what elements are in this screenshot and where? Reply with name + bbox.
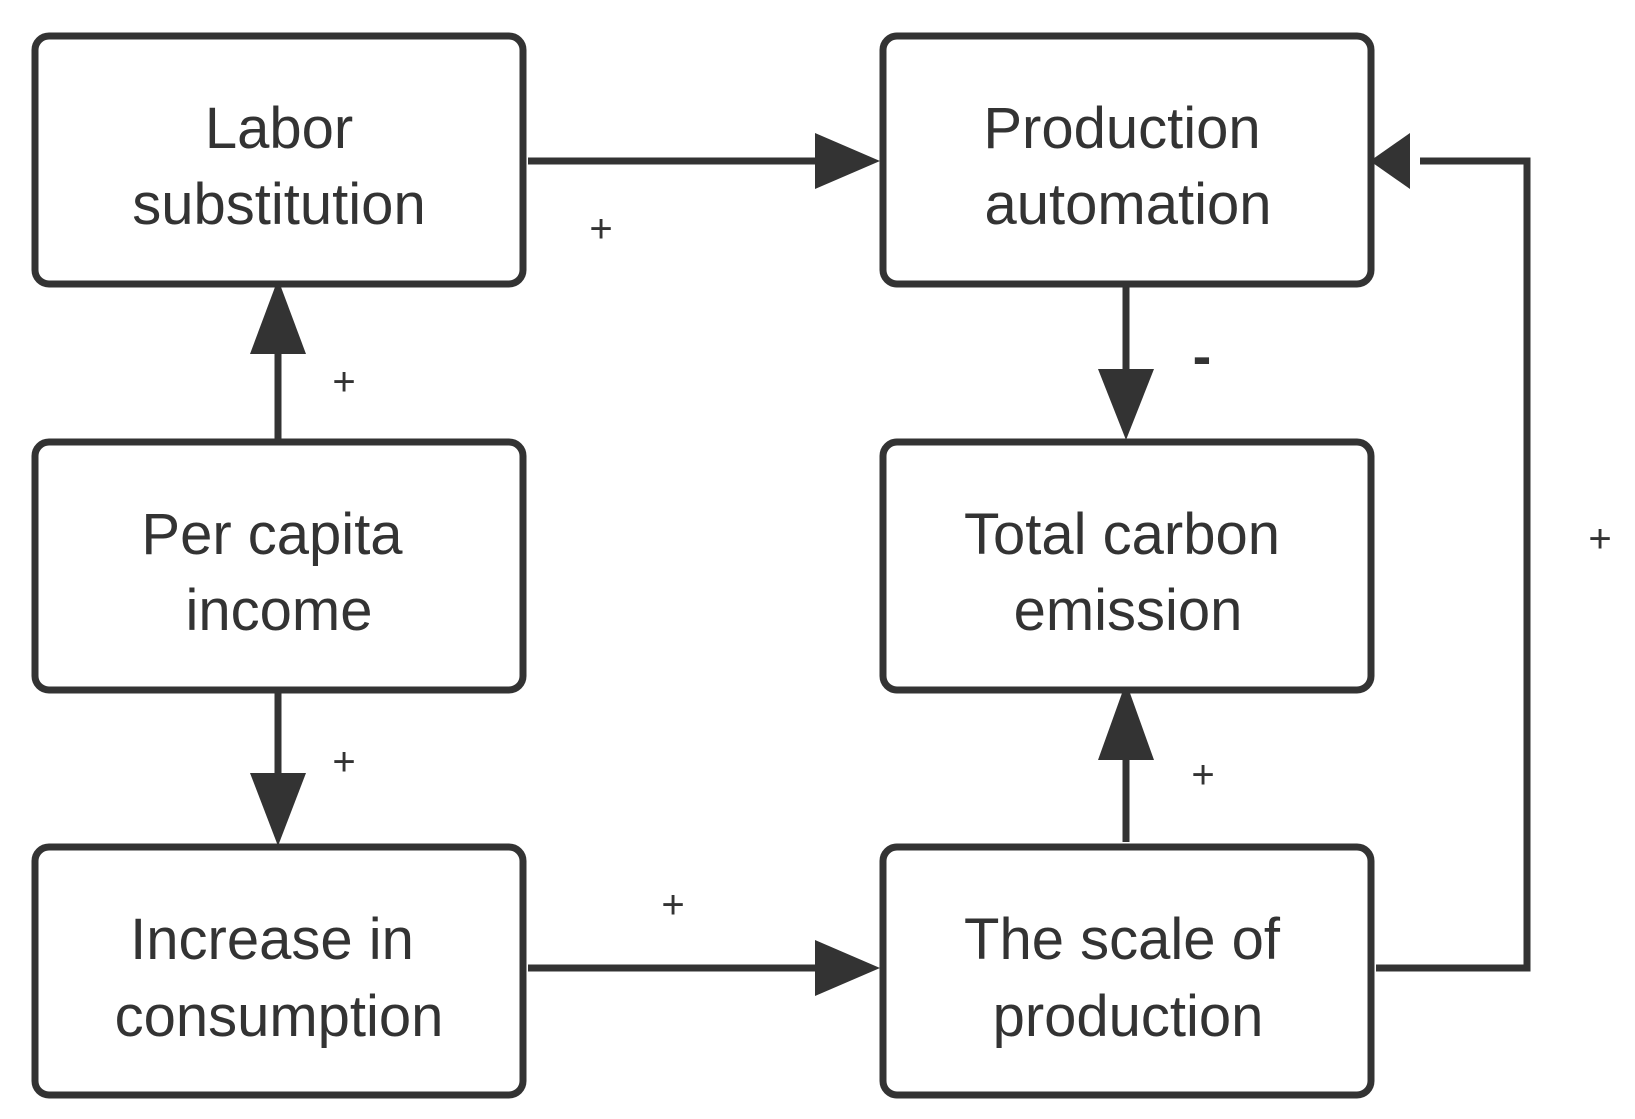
node-labor-substitution: Labor substitution [31, 32, 527, 288]
edge-income-to-consumption-arrowhead [250, 773, 306, 846]
node-label-line-1: Production [983, 96, 1260, 161]
edge-consumption-to-scale-arrowhead [815, 940, 880, 996]
node-label-line-2: consumption [115, 984, 444, 1049]
edge-scale-to-automation-line [1376, 157, 1531, 972]
edge-scale-to-emission-arrowhead [1098, 682, 1154, 760]
edge-scale-to-automation-arrowhead [1370, 133, 1410, 189]
edges [250, 133, 1531, 996]
node-box [879, 32, 1375, 288]
sign-income-to-consumption: + [332, 740, 355, 784]
node-label-line-2: income [186, 578, 373, 643]
edge-income-to-labor-arrowhead [250, 279, 306, 354]
node-increase-in-consumption: Increase in consumption [31, 843, 527, 1099]
edge-signs: + + + + - + + [332, 207, 1611, 927]
node-label-line-1: Total carbon [964, 502, 1280, 567]
node-box [879, 843, 1375, 1099]
node-box [31, 843, 527, 1099]
node-label-line-1: Per capita [141, 502, 403, 567]
node-label-line-2: production [993, 984, 1264, 1049]
sign-scale-to-emission: + [1191, 753, 1214, 797]
sign-automation-to-emission: - [1193, 324, 1212, 387]
node-label-line-1: The scale of [964, 907, 1281, 972]
node-box [31, 438, 527, 694]
node-box [879, 438, 1375, 694]
node-per-capita-income: Per capita income [31, 438, 527, 694]
sign-consumption-to-scale: + [661, 883, 684, 927]
node-production-automation: Production automation [879, 32, 1375, 288]
node-label-line-1: Increase in [130, 907, 414, 972]
node-label-line-1: Labor [205, 96, 353, 161]
node-total-carbon-emission: Total carbon emission [879, 438, 1375, 694]
node-box [31, 32, 527, 288]
node-label-line-2: substitution [132, 172, 425, 237]
node-label-line-2: automation [985, 172, 1272, 237]
sign-scale-to-automation: + [1588, 517, 1611, 561]
node-label-line-2: emission [1014, 578, 1243, 643]
sign-income-to-labor: + [332, 360, 355, 404]
edge-automation-to-emission-arrowhead [1098, 369, 1154, 440]
sign-labor-to-automation: + [589, 207, 612, 251]
edge-labor-to-automation-arrowhead [815, 133, 880, 189]
node-scale-of-production: The scale of production [879, 843, 1375, 1099]
